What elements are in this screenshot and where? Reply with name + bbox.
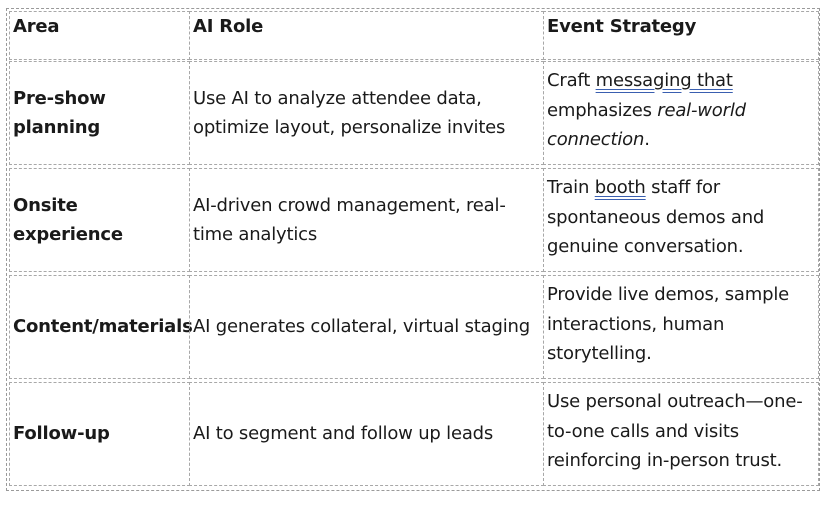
row-event-strategy: Craft messaging that emphasizes real-wor… [543,61,819,165]
table-row: Onsite experience AI-driven crowd manage… [9,168,819,272]
strategy-table: Area AI Role Event Strategy Pre-show pla… [6,8,820,491]
row-event-strategy: Use personal outreach—one-to-one calls a… [543,382,819,486]
row-event-strategy: Train booth staff for spontaneous demos … [543,168,819,272]
row-area: Onsite experience [9,168,190,272]
table-row: Follow-up AI to segment and follow up le… [9,382,819,486]
row-area: Content/materials [9,275,193,379]
proofing-underline: booth [594,177,646,198]
table-row: Pre-show planning Use AI to analyze atte… [9,61,819,165]
row-ai-role: AI to segment and follow up leads [189,382,544,486]
row-ai-role: AI generates collateral, virtual staging [189,275,544,379]
row-area: Follow-up [9,382,190,486]
row-ai-role: AI-driven crowd management, real-time an… [189,168,544,272]
row-area: Pre-show planning [9,61,190,165]
header-ai-role: AI Role [189,11,544,60]
table-header-row: Area AI Role Event Strategy [9,11,819,60]
row-ai-role: Use AI to analyze attendee data, optimiz… [189,61,544,165]
header-event-strategy: Event Strategy [543,11,819,60]
table-row: Content/materials AI generates collatera… [9,275,819,379]
row-event-strategy: Provide live demos, sample interactions,… [543,275,819,379]
proofing-underline: messaging that [595,70,733,91]
emphasis-text: real-world connection [547,99,746,151]
header-area: Area [9,11,190,60]
